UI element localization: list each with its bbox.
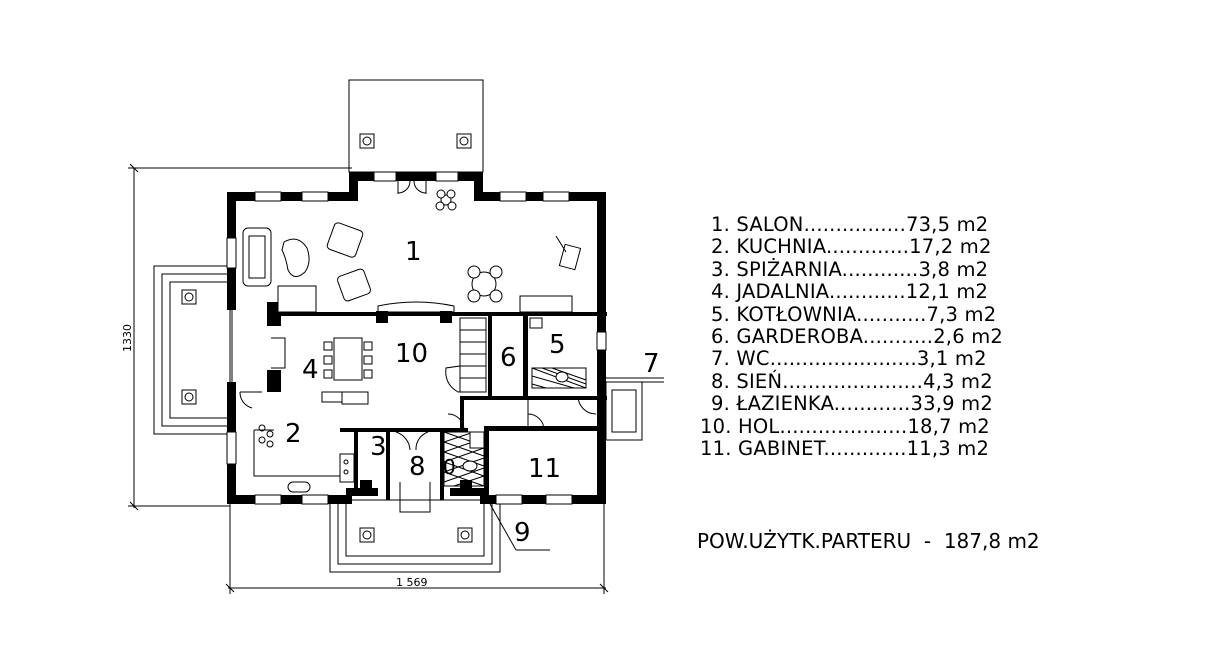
interior-furniture bbox=[253, 317, 587, 493]
top-porch bbox=[348, 79, 484, 173]
room-number-11: 11 bbox=[528, 454, 561, 484]
porch-column bbox=[456, 133, 472, 149]
salon-furniture bbox=[242, 189, 582, 313]
total-usable-area: POW.UŻYTK.PARTERU - 187,8 m2 bbox=[697, 529, 1040, 553]
porch-column-core bbox=[459, 136, 469, 146]
porch-column bbox=[359, 133, 375, 149]
room-numbers: 1 2 3 4 5 6 7 8 9 10 11 0 bbox=[285, 237, 660, 548]
legend-row: 10. HOL....................18,7 m2 bbox=[700, 414, 990, 438]
room-number-10: 10 bbox=[395, 339, 428, 369]
legend-row: 5. KOTŁOWNIA...........7,3 m2 bbox=[711, 302, 997, 326]
room-number-7: 7 bbox=[643, 349, 660, 379]
legend-row: 9. ŁAZIENKA............33,9 m2 bbox=[711, 392, 993, 416]
left-terrace bbox=[153, 265, 233, 435]
room-number-8: 8 bbox=[409, 452, 426, 482]
dimension-height: 1330 bbox=[121, 324, 134, 352]
legend-row: 1. SALON................73,5 m2 bbox=[711, 213, 989, 236]
room-number-9: 9 bbox=[514, 518, 531, 548]
room-number-0-partial: 0 bbox=[443, 455, 456, 479]
legend-row: 6. GARDEROBA...........2,6 m2 bbox=[711, 325, 1004, 349]
room-number-3: 3 bbox=[370, 432, 387, 462]
room-number-5: 5 bbox=[549, 330, 566, 360]
room-number-4: 4 bbox=[302, 355, 319, 385]
legend-row: 8. SIEŃ......................4,3 m2 bbox=[711, 369, 993, 393]
porch-column-core bbox=[362, 136, 372, 146]
legend-row: 2. KUCHNIA.............17,2 m2 bbox=[711, 235, 992, 259]
windows bbox=[226, 171, 607, 505]
doors bbox=[239, 180, 597, 513]
legend-row: 4. JADALNIA............12,1 m2 bbox=[711, 280, 989, 304]
legend-row: 3. SPIŻARNIA............3,8 m2 bbox=[711, 257, 989, 281]
legend-row: 11. GABINET.............11,3 m2 bbox=[700, 437, 990, 461]
right-porch bbox=[598, 381, 664, 441]
floor-plan: 1 569 1330 1 2 3 4 5 6 7 8 9 10 11 0 bbox=[121, 79, 664, 594]
bottom-entrance bbox=[329, 499, 501, 573]
dimension-width: 1 569 bbox=[396, 576, 428, 589]
legend-row: 7. WC.......................3,1 m2 bbox=[711, 347, 987, 371]
dimension-lines bbox=[128, 163, 664, 594]
room-number-6: 6 bbox=[500, 343, 517, 373]
room-number-2: 2 bbox=[285, 419, 302, 449]
room-number-1: 1 bbox=[405, 237, 422, 267]
column-markers bbox=[360, 311, 472, 492]
